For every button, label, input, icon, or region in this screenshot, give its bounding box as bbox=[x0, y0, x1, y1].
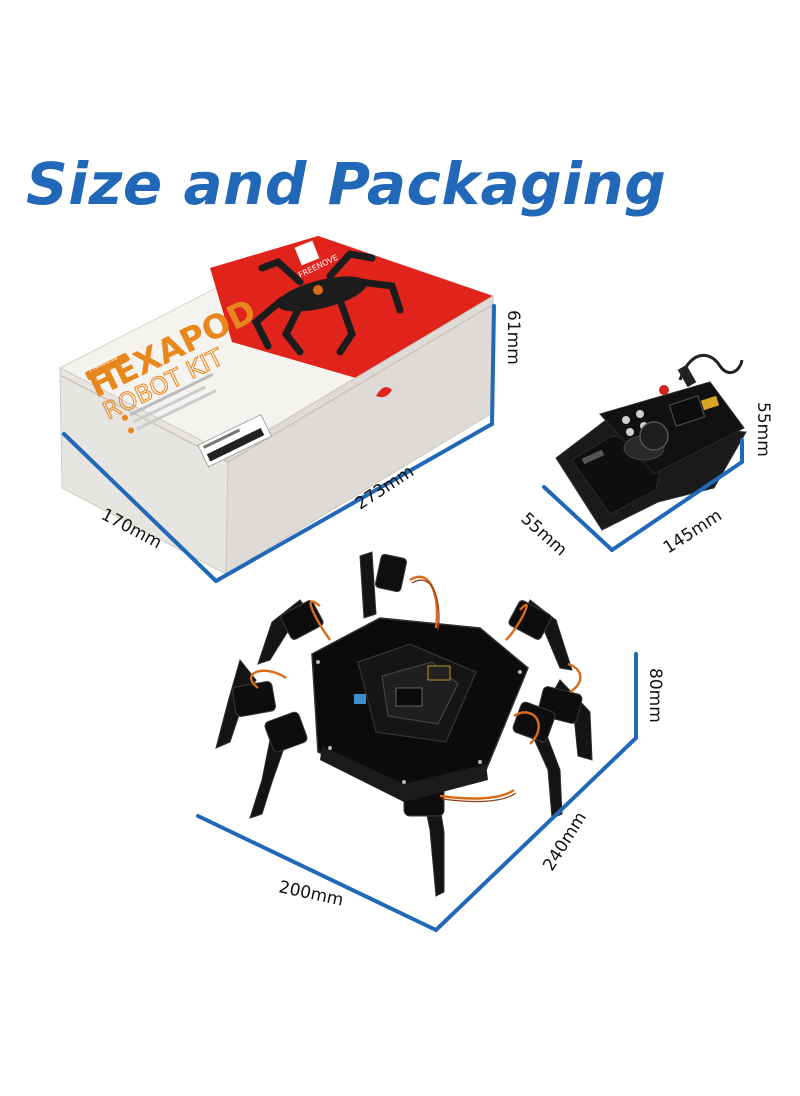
head-arm bbox=[359, 551, 377, 619]
dim-label-controller-height: 55mm bbox=[753, 402, 773, 457]
box-side-logo-icon bbox=[376, 387, 392, 398]
dim-line-box-width bbox=[62, 432, 218, 583]
robot-dimension-lines bbox=[196, 652, 638, 932]
dim-line-box-height bbox=[490, 304, 496, 426]
box-badge bbox=[85, 352, 130, 380]
box-info-blocks bbox=[121, 373, 217, 434]
leg-right-front bbox=[529, 727, 563, 819]
wireless-module bbox=[668, 395, 706, 427]
head-servo bbox=[374, 553, 408, 593]
remote-controller bbox=[555, 353, 747, 531]
box-barcode bbox=[197, 414, 272, 468]
dim-line-box-length bbox=[214, 422, 494, 583]
box-robot-image bbox=[251, 250, 404, 356]
power-button-icon bbox=[659, 385, 669, 395]
kit-box: FREENOVE FNK0052 HEXAPOD ROBOT KIT bbox=[58, 235, 495, 575]
body-plate-edge bbox=[320, 746, 488, 802]
hexapod-robot bbox=[215, 551, 593, 897]
dim-label-controller-length: 145mm bbox=[660, 506, 726, 558]
antenna-wire bbox=[678, 353, 744, 381]
freenove-logo-icon bbox=[294, 240, 320, 266]
dim-label-robot-height: 80mm bbox=[645, 668, 665, 723]
page-title: Size and Packaging bbox=[26, 150, 667, 218]
joystick-icon bbox=[639, 421, 669, 451]
box-dimension-lines bbox=[62, 304, 496, 583]
box-red-band bbox=[210, 236, 493, 378]
dim-label-robot-length: 240mm bbox=[539, 808, 591, 874]
dim-line-robot-length bbox=[434, 736, 638, 932]
dim-line-controller-width bbox=[542, 485, 614, 552]
dim-label-controller-width: 55mm bbox=[517, 509, 571, 561]
dim-line-controller-length bbox=[610, 460, 744, 552]
controller-button-icon bbox=[622, 416, 630, 424]
dim-line-robot-width bbox=[196, 814, 438, 932]
controller-dimension-lines bbox=[542, 438, 744, 552]
dim-label-box-height: 61mm bbox=[503, 310, 523, 365]
